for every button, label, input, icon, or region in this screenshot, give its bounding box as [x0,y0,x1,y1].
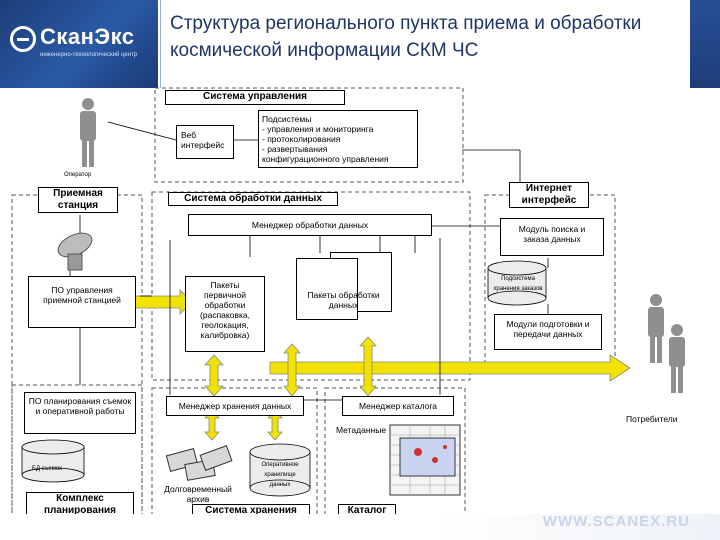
planning-software-box: ПО планирования съемок и оперативной раб… [24,392,136,434]
footer-strip [0,514,720,540]
operative-storage-icon [249,443,311,497]
planning-db-label: БД съемок [32,466,62,472]
receiving-software-box: ПО управления приемной станцией [28,276,136,328]
operative-storage-label: Оперативное хранилище данных [261,462,299,488]
orders-db-label: Подсистема хранения заказов [493,276,543,292]
metadata-table-icon [389,424,461,496]
operator-label: Оператор [64,172,92,178]
package-stack-mid [296,258,358,320]
processing-manager-box: Менеджер обработки данных [188,214,432,236]
slide-title: Структура регионального пункта приема и … [170,13,642,61]
logo-text: СканЭкс [40,24,135,49]
consumer-icon [648,294,685,393]
internet-interface-title: Интернет интерфейс [509,182,589,208]
title-divider [160,0,161,88]
subsystems-box: Подсистемы - управления и мониторинга - … [258,110,418,168]
logo-icon [10,26,36,52]
consumers-label: Потребители [626,414,678,424]
control-system-title: Система управления [165,90,345,105]
processing-system-title: Система обработки данных [168,192,338,206]
person-icon [80,98,96,167]
control-group-frame [154,87,464,183]
receiving-station-title: Приемная станция [38,187,118,213]
data-prep-box: Модули подготовки и передачи данных [494,314,602,350]
archive-tapes-icon [165,445,233,481]
web-interface-box: Веб интерфейс [176,125,234,159]
storage-manager-box: Менеджер хранения данных [166,396,304,416]
archive-label: Долговременный архив [164,484,232,504]
planning-db-icon [21,439,85,483]
logo-subtitle: инженерно-технологический центр [40,52,138,58]
orders-db-icon [487,260,547,306]
satellite-dish-icon [57,232,93,271]
storage-group-frame [151,387,318,519]
footer-url: WWW.SCANEX.RU [542,513,690,530]
primary-processing-box: Пакеты первичной обработки (распаковка, … [185,276,265,352]
catalog-manager-box: Менеджер каталога [342,396,454,416]
processing-group-frame [151,191,471,381]
logo-panel: СканЭкс инженерно-технологический центр [0,0,158,88]
search-order-box: Модуль поиска и заказа данных [500,218,604,256]
processing-packages-label: Пакеты обработки данных [307,290,380,310]
header-decoration [690,0,720,88]
metadata-label: Метаданные [336,425,387,435]
